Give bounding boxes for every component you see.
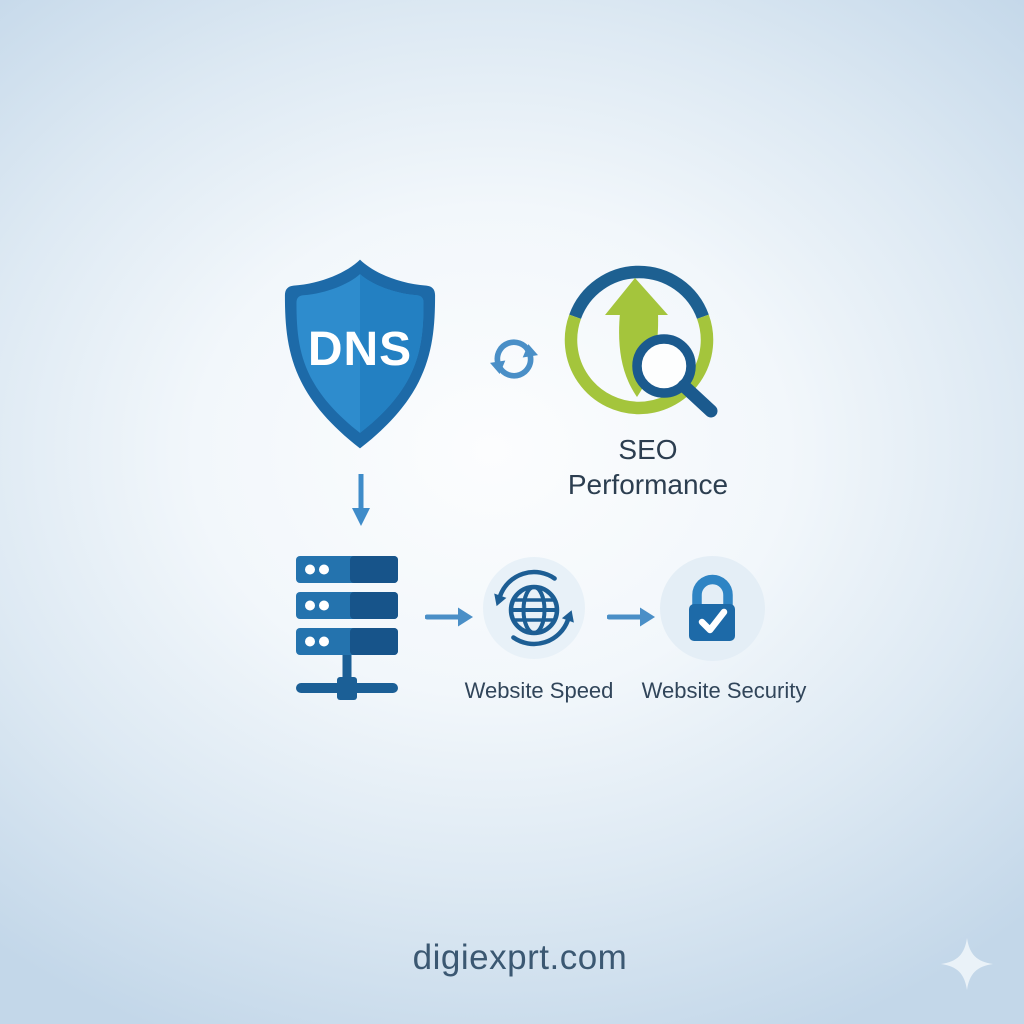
globe-sync-icon (483, 557, 585, 659)
brand-watermark: digiexprt.com (412, 938, 628, 977)
seo-growth-search-glyph (564, 265, 718, 418)
server-stack-glyph (296, 556, 398, 700)
down-arrow-glyph (352, 474, 370, 526)
seo-performance-line2: Performance (567, 469, 729, 500)
shield-icon (284, 259, 436, 449)
sync-arrows-icon (483, 328, 545, 390)
right-arrow-glyph (606, 607, 655, 627)
dns-shield-icon: DNS (283, 256, 437, 452)
seo-performance-line1: SEO (618, 434, 678, 465)
seo-performance-label: SEO Performance (523, 432, 773, 502)
right-arrow-icon (424, 604, 475, 630)
right-arrow-icon (606, 604, 657, 630)
sync-arrows-glyph (490, 339, 538, 379)
lock-check-glyph (660, 556, 765, 661)
right-arrow-glyph (424, 607, 473, 627)
lock-check-icon (660, 556, 765, 661)
dns-label: DNS (307, 323, 413, 376)
sparkle-icon (941, 935, 993, 993)
globe-sync-glyph (483, 557, 585, 659)
website-security-label: Website Security (641, 678, 807, 703)
down-arrow-icon (346, 472, 376, 530)
website-speed-label: Website Speed (464, 678, 614, 703)
server-stack-icon (296, 556, 398, 710)
sparkle-glyph (941, 938, 993, 990)
seo-growth-search-icon (563, 256, 731, 434)
